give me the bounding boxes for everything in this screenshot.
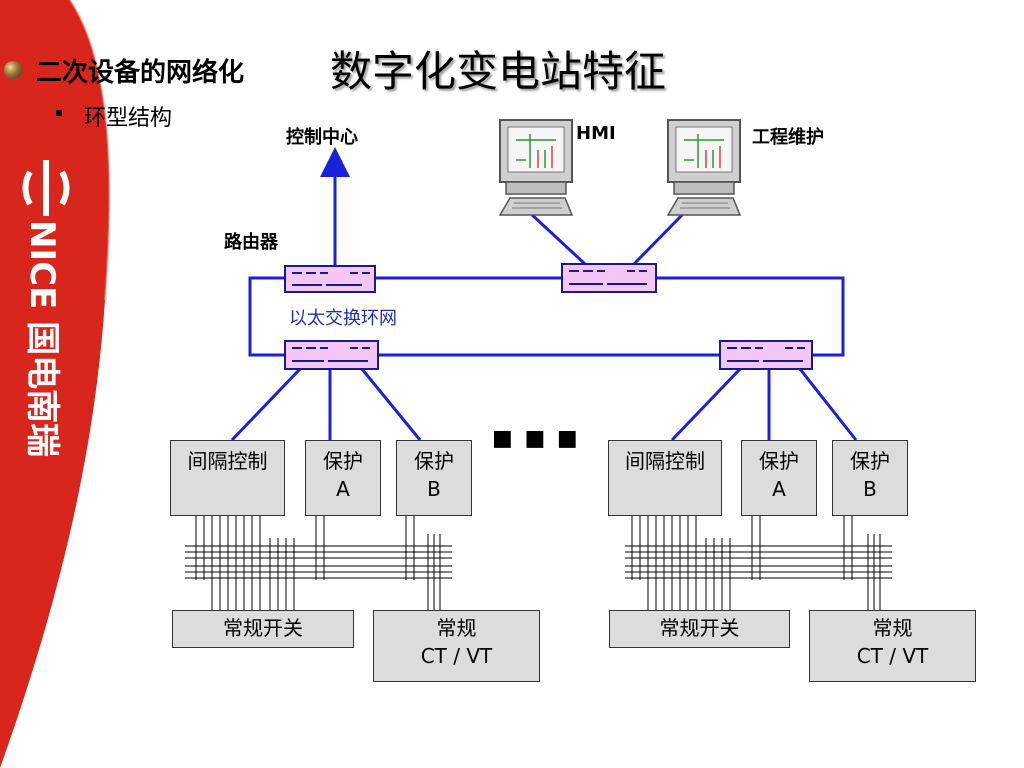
ellipsis-marker: ■ ■ ■ — [492, 426, 580, 451]
router-label: 路由器 — [224, 232, 278, 253]
protection-b-id: B — [863, 477, 877, 501]
control-center-label: 控制中心 — [286, 127, 358, 148]
bay-control-box: 间隔控制 — [608, 440, 722, 516]
ctvt-label: 常规 — [872, 616, 913, 640]
ctvt-type: CT / VT — [856, 644, 929, 668]
protection-b-box: 保护 B — [396, 440, 472, 516]
ctvt-label: 常规 — [436, 616, 477, 640]
bay-control-label: 间隔控制 — [625, 449, 705, 473]
protection-a-id: A — [772, 477, 786, 501]
switchgear-box: 常规开关 — [172, 610, 354, 648]
maintenance-computer-icon — [666, 119, 742, 216]
protection-b-box: 保护 B — [832, 440, 908, 516]
protection-b-label: 保护 — [850, 449, 890, 473]
protection-a-box: 保护 A — [741, 440, 817, 516]
bay-control-label: 间隔控制 — [187, 449, 268, 473]
hmi-computer-icon — [498, 119, 574, 216]
protection-a-label: 保护 — [323, 449, 363, 473]
hmi-label: HMI — [576, 123, 616, 144]
subheading: 环型结构 — [84, 106, 173, 131]
ctvt-type: CT / VT — [420, 644, 493, 668]
ethernet-ring — [248, 276, 845, 357]
company-logo-icon — [22, 160, 70, 216]
switchgear-box: 常规开关 — [609, 610, 790, 648]
bullet-icon — [4, 61, 22, 79]
switchgear-label: 常规开关 — [223, 616, 303, 640]
ctvt-box: 常规 CT / VT — [809, 610, 976, 682]
ring-switch-left — [284, 340, 379, 370]
section-heading: 二次设备的网络化 — [36, 58, 245, 88]
square-bullet-icon — [56, 110, 62, 116]
router-switch — [284, 265, 376, 293]
maintenance-label: 工程维护 — [752, 127, 824, 148]
bay-1-wiring — [185, 516, 452, 610]
protection-b-id: B — [427, 477, 441, 501]
protection-a-box: 保护 A — [305, 440, 381, 516]
ring-network-label: 以太交换环网 — [289, 308, 397, 329]
ring-switch-right — [719, 340, 813, 370]
ctvt-box: 常规 CT / VT — [373, 610, 540, 682]
protection-a-id: A — [336, 477, 350, 501]
protection-b-label: 保护 — [414, 449, 454, 473]
bay-control-box: 间隔控制 — [170, 440, 285, 516]
protection-a-label: 保护 — [759, 449, 799, 473]
ring-switch-top — [561, 263, 657, 293]
bay-2-wiring — [625, 516, 892, 610]
switchgear-label: 常规开关 — [659, 616, 740, 640]
slide-title: 数字化变电站特征 — [330, 47, 667, 96]
